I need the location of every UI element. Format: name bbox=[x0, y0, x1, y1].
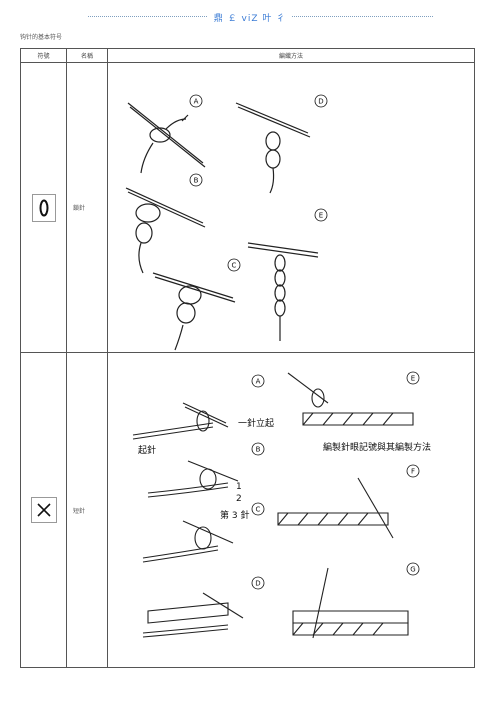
svg-text:B: B bbox=[194, 177, 199, 185]
method-diagram-cell: A D B C E bbox=[107, 62, 475, 353]
symbol-cell bbox=[20, 62, 67, 353]
table-row: 短針 bbox=[20, 352, 475, 668]
svg-text:B: B bbox=[256, 446, 261, 454]
single-crochet-illustration: A B C D E F G 一針 bbox=[132, 371, 431, 639]
svg-text:A: A bbox=[256, 378, 261, 386]
chain-stitch-illustration: A D B C E bbox=[125, 94, 328, 351]
svg-text:E: E bbox=[411, 375, 415, 383]
table-row: 鎖針 bbox=[20, 62, 475, 353]
chain-symbol-icon bbox=[31, 193, 56, 222]
annotation-start: 起針 bbox=[138, 444, 156, 456]
svg-text:2: 2 bbox=[236, 494, 242, 504]
svg-text:A: A bbox=[194, 98, 199, 106]
svg-text:G: G bbox=[410, 566, 415, 574]
single-crochet-symbol-icon bbox=[30, 497, 57, 523]
svg-text:F: F bbox=[411, 468, 415, 476]
stitch-name: 短針 bbox=[66, 352, 108, 668]
svg-text:C: C bbox=[232, 262, 237, 270]
col-header-method: 編織方法 bbox=[107, 48, 475, 63]
step-labels: A D B C E bbox=[189, 94, 328, 272]
page-caption: 钩针的基本符号 bbox=[20, 34, 63, 41]
annotation-title: 編製針眼記號與其編製方法 bbox=[323, 441, 431, 453]
svg-text:E: E bbox=[319, 212, 323, 220]
symbol-cell bbox=[20, 352, 67, 668]
svg-text:1: 1 bbox=[236, 482, 242, 492]
annotation-third: 第 3 針 bbox=[220, 509, 249, 521]
header-title: 鼎 ￡ viZ 叶 彳 bbox=[0, 11, 500, 24]
svg-text:C: C bbox=[256, 506, 261, 514]
stitch-symbol-table: 符號 名稱 編織方法 鎖針 bbox=[20, 48, 475, 668]
annotation-one-stitch: 一針立起 bbox=[238, 417, 274, 429]
col-header-name: 名稱 bbox=[66, 48, 108, 63]
svg-text:D: D bbox=[318, 98, 323, 106]
method-diagram-cell: A B C D E F G 一針 bbox=[107, 352, 475, 668]
stitch-name: 鎖針 bbox=[66, 62, 108, 353]
svg-text:D: D bbox=[255, 580, 260, 588]
table-header-row: 符號 名稱 編織方法 bbox=[20, 48, 475, 63]
col-header-symbol: 符號 bbox=[20, 48, 67, 63]
